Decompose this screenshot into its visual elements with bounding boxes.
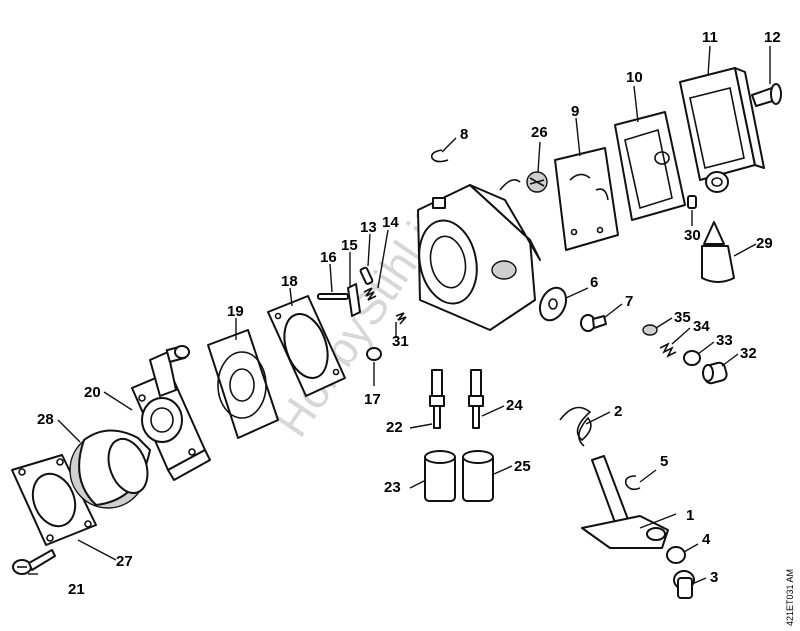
label-part-11: 11: [702, 29, 718, 46]
part-3-plug: [673, 570, 695, 599]
part-16-pin: [317, 293, 349, 300]
part-26-screen: [526, 171, 548, 193]
carburetor-main-body: [417, 179, 541, 331]
part-12-screw: [751, 83, 782, 107]
part-23-sleeve: [424, 450, 456, 502]
label-part-17: 17: [364, 391, 381, 408]
label-part-31: 31: [392, 333, 409, 350]
part-15-lever: [347, 283, 361, 317]
part-31-spring: [395, 312, 407, 325]
label-part-19: 19: [227, 303, 244, 320]
part-13-needle: [359, 266, 374, 285]
part-32-plug: [702, 361, 728, 385]
label-part-6: 6: [590, 274, 598, 291]
label-part-9: 9: [571, 103, 579, 120]
part-9-gasket: [554, 147, 619, 251]
label-part-28: 28: [37, 411, 54, 428]
part-33-ring: [683, 350, 701, 366]
label-part-22: 22: [386, 419, 403, 436]
part-1-throttle-shaft: [581, 455, 669, 549]
label-part-26: 26: [531, 124, 548, 141]
label-part-27: 27: [116, 553, 133, 570]
label-part-2: 2: [614, 403, 622, 420]
label-part-18: 18: [281, 273, 298, 290]
label-part-20: 20: [84, 384, 101, 401]
part-5-clip: [624, 475, 641, 491]
leader-lines: [28, 45, 771, 585]
part-10-gasket: [614, 111, 686, 221]
label-part-33: 33: [716, 332, 733, 349]
part-14-spring: [363, 287, 377, 301]
part-24-jet: [468, 369, 484, 429]
part-21-screw: [12, 549, 56, 575]
drawing-code: 421ET031 AM: [785, 569, 795, 626]
label-part-7: 7: [625, 293, 633, 310]
label-part-29: 29: [756, 235, 773, 252]
part-20-pump-housing: [131, 345, 211, 481]
label-part-34: 34: [693, 318, 710, 335]
part-17-screw: [366, 347, 382, 361]
label-part-12: 12: [764, 29, 781, 46]
part-29-needle-valve: [701, 221, 735, 283]
label-part-4: 4: [702, 531, 711, 548]
label-part-25: 25: [514, 458, 531, 475]
label-part-35: 35: [674, 309, 691, 326]
part-22-jet: [429, 369, 445, 429]
label-part-30: 30: [684, 227, 701, 244]
part-35-screen: [642, 324, 658, 336]
label-part-23: 23: [384, 479, 401, 496]
part-25-sleeve: [462, 450, 494, 502]
part-30-pin: [687, 195, 697, 209]
label-part-21: 21: [68, 581, 85, 598]
part-8-clip: [430, 149, 449, 163]
part-27-flange-gasket: [11, 454, 97, 546]
label-part-14: 14: [382, 214, 399, 231]
part-34-spring: [659, 342, 677, 358]
part-4-washer: [666, 546, 686, 564]
part-28-primer-bulb: [69, 429, 151, 509]
label-part-15: 15: [341, 237, 358, 254]
label-part-8: 8: [460, 126, 468, 143]
part-6-disc: [538, 286, 568, 322]
label-part-5: 5: [660, 453, 668, 470]
label-part-32: 32: [740, 345, 757, 362]
label-part-1: 1: [686, 507, 694, 524]
part-7-screw: [580, 314, 607, 332]
part-19-diaphragm: [207, 329, 279, 439]
label-part-3: 3: [710, 569, 718, 586]
part-number-labels: 1 2 3 4 5 6 7 8 9 10 11 12 13 14 15 16 1…: [37, 29, 781, 598]
label-part-24: 24: [506, 397, 523, 414]
part-18-gasket: [267, 295, 346, 397]
label-part-10: 10: [626, 69, 643, 86]
label-part-13: 13: [360, 219, 377, 236]
part-11-cover: [679, 67, 765, 193]
label-part-16: 16: [320, 249, 337, 266]
part-2-spring: [559, 406, 592, 447]
